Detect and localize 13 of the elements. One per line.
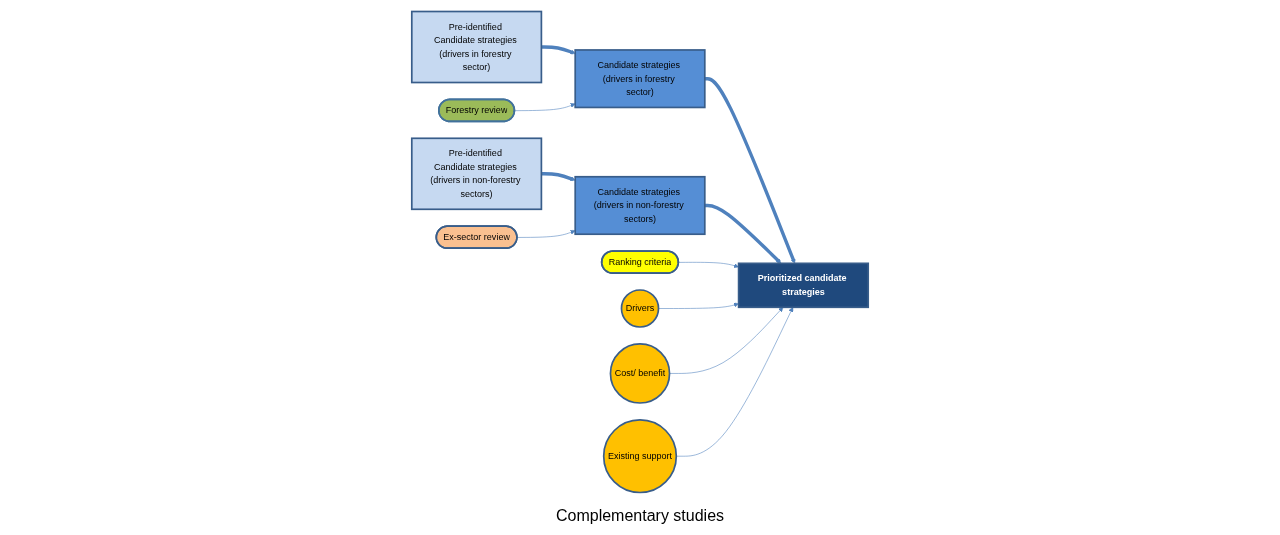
arrow	[704, 76, 796, 264]
node-box: Pre-identified Candidate strategies (drivers in forestry sector)	[410, 10, 543, 83]
node-box: Prioritized candidate strategies	[737, 262, 870, 308]
node-box: Candidate strategies (drivers in forestry sector)	[574, 48, 706, 108]
arrow	[704, 203, 782, 264]
node-box: Pre-identified Candidate strategies (drivers in non-forestry sectors)	[410, 136, 543, 210]
note-text: Complementary studies	[555, 507, 725, 525]
node-circle: Existing support	[602, 418, 678, 493]
arrow	[541, 44, 576, 54]
arrow	[541, 171, 576, 181]
node-circle: Cost/ benefit	[609, 342, 671, 404]
node-box: Candidate strategies (drivers in non-forestry sectors)	[574, 175, 706, 235]
node-circle: Drivers	[620, 288, 660, 328]
